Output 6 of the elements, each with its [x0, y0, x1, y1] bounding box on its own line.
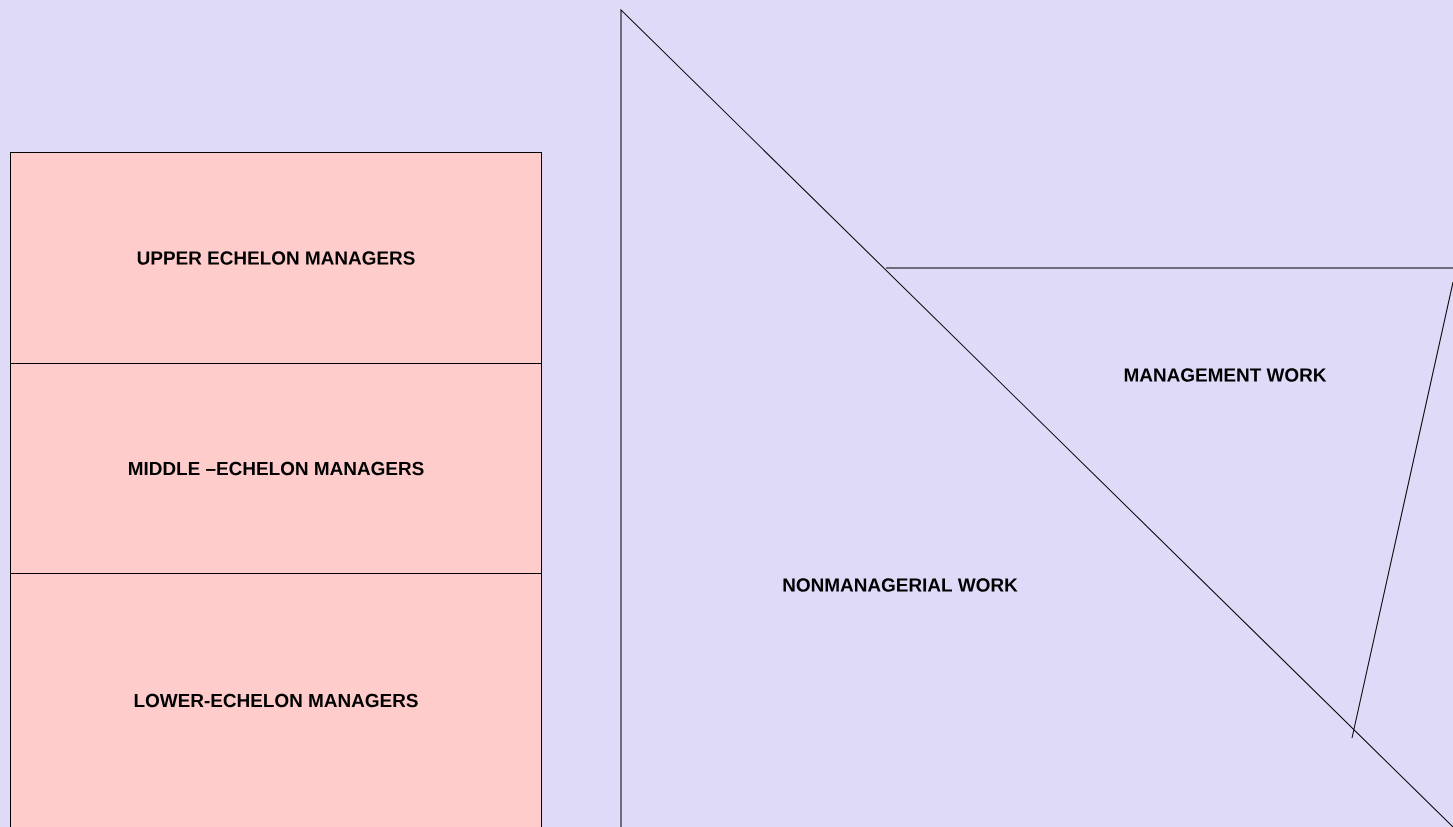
node-label: LOWER-ECHELON MANAGERS — [134, 693, 418, 708]
region-label: NONMANAGERIAL WORK — [783, 578, 1018, 592]
level-box: MIDDLE –ECHELON MANAGERS — [10, 363, 542, 574]
region-label: MANAGEMENT WORK — [1124, 368, 1327, 382]
level-box: LOWER-ECHELON MANAGERS — [10, 573, 542, 827]
level-box: UPPER ECHELON MANAGERS — [10, 152, 542, 364]
